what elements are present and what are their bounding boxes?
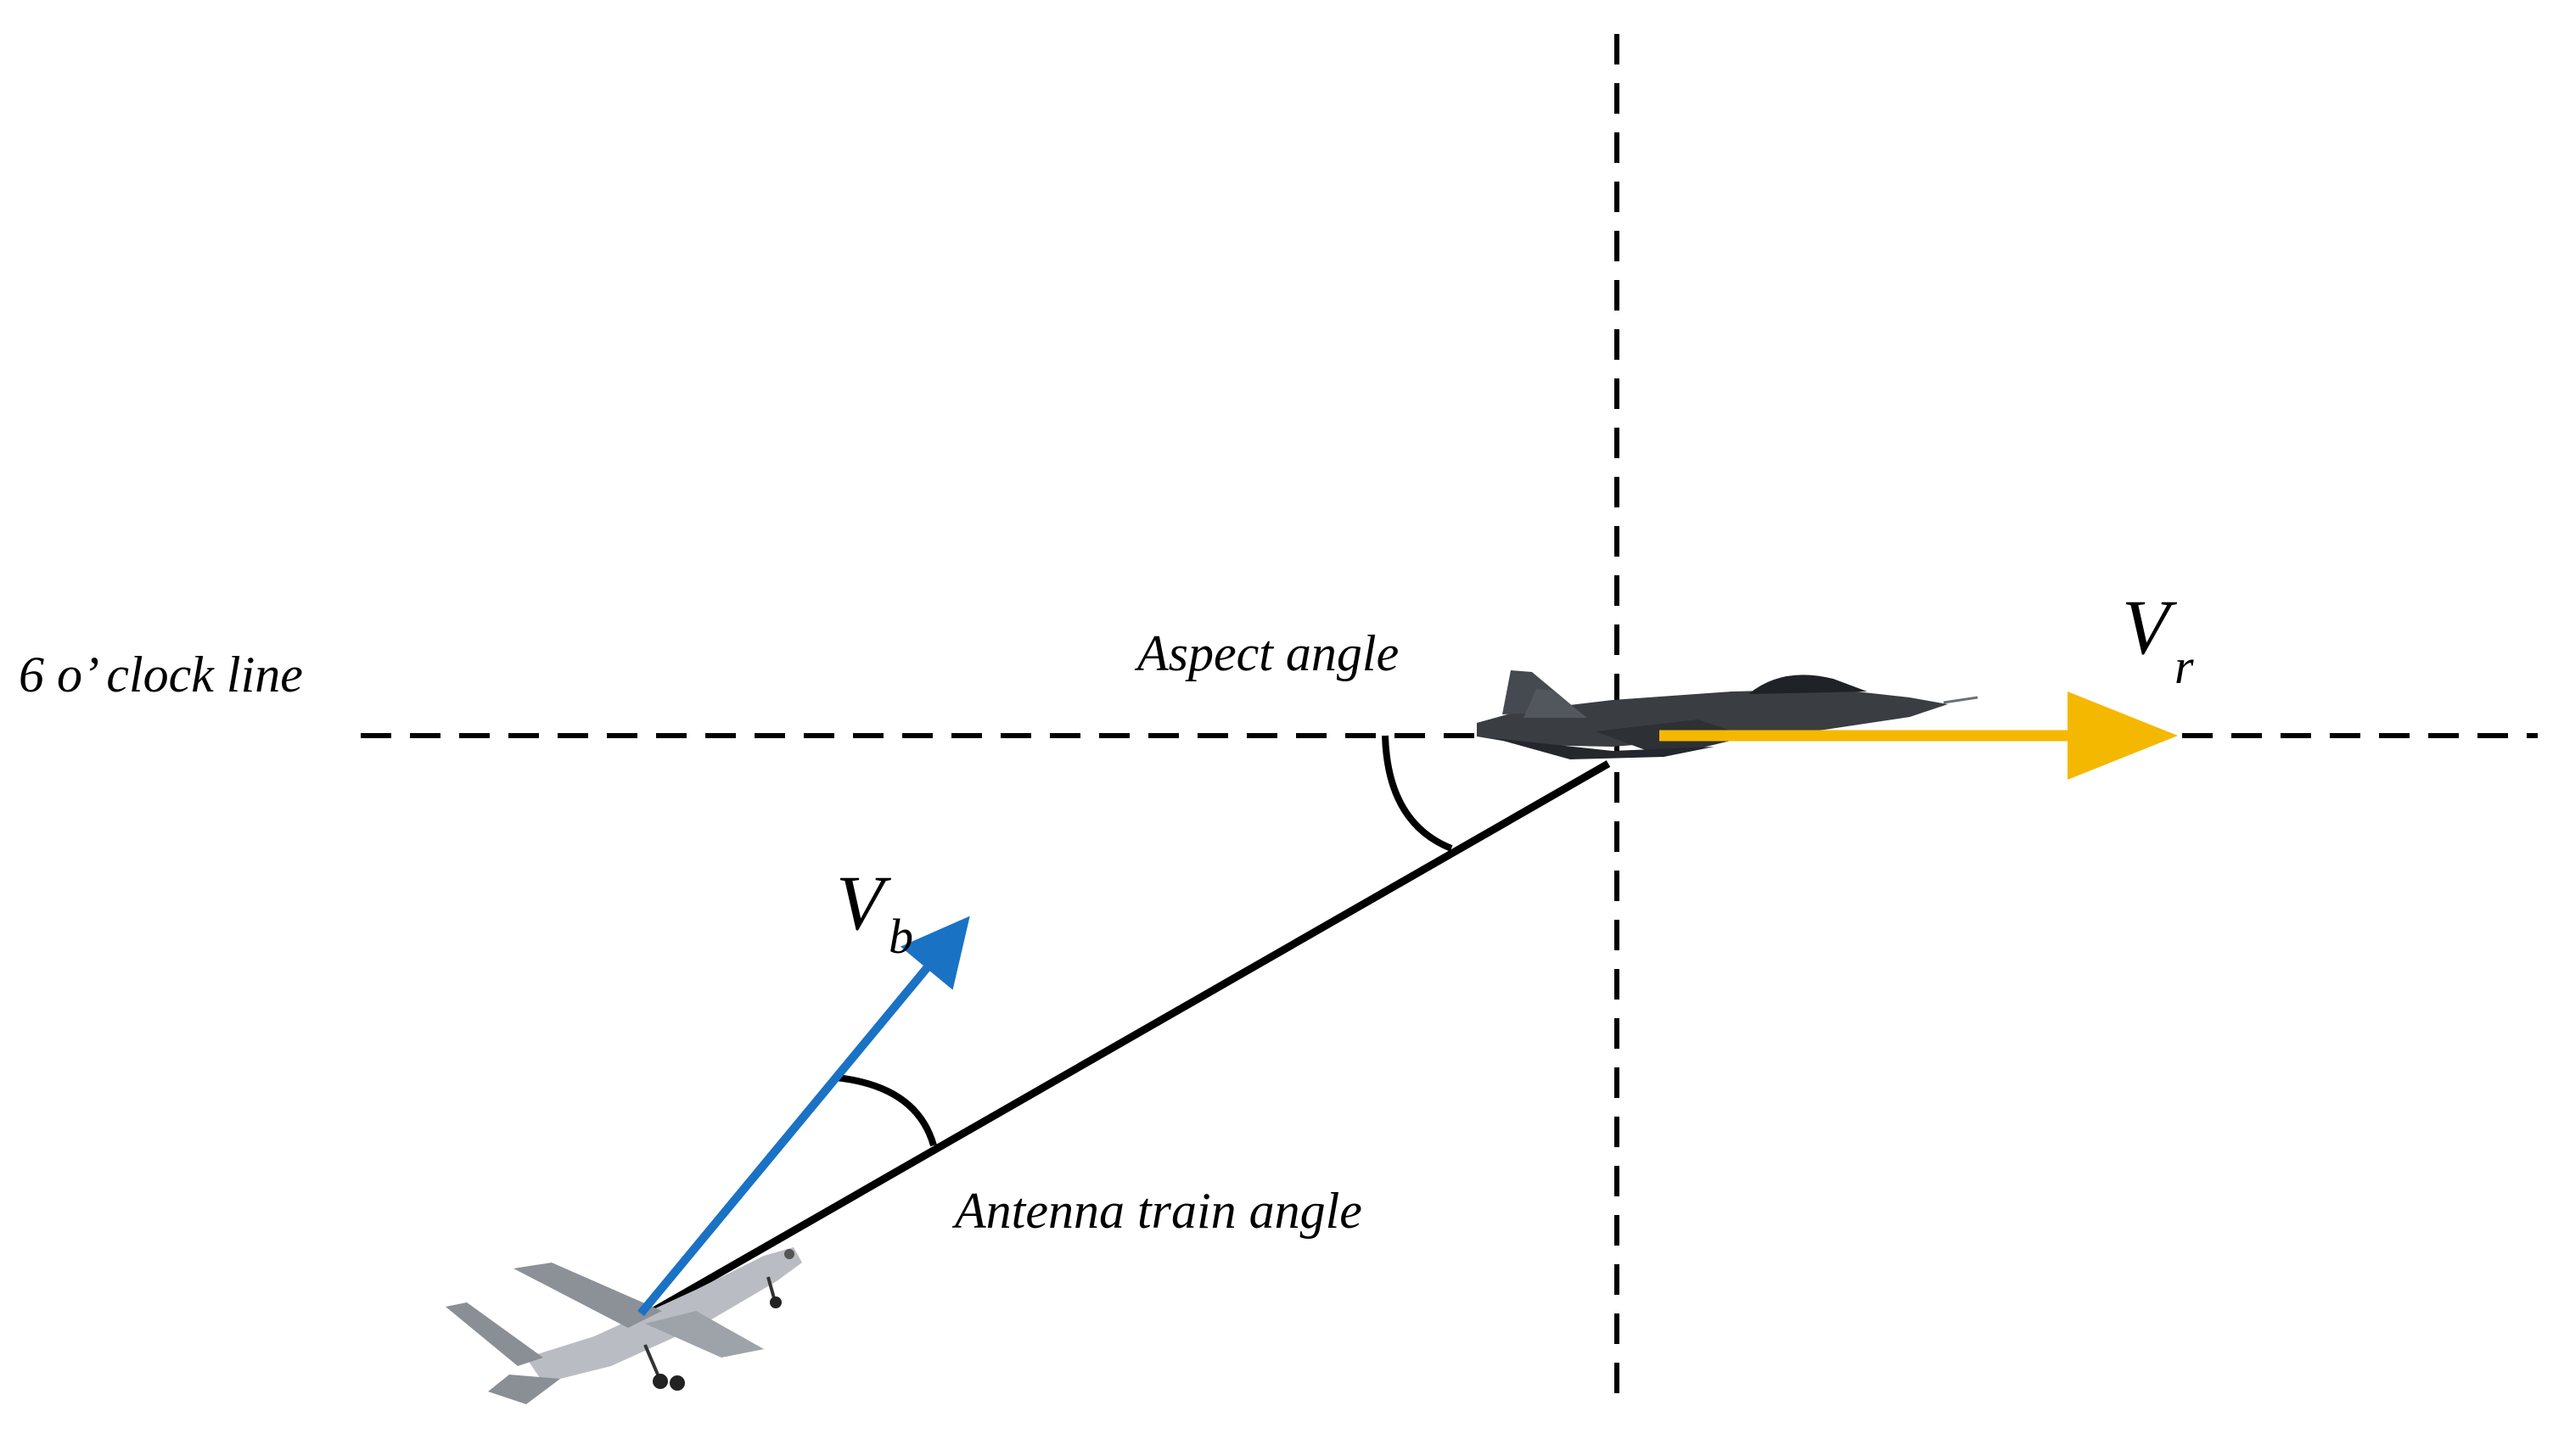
uav-drone-icon <box>446 1247 802 1404</box>
antenna-train-angle-arc <box>835 1074 937 1147</box>
line-of-sight <box>651 760 1611 1314</box>
vb-subscript: b <box>889 909 913 964</box>
vr-subscript: r <box>2174 639 2194 694</box>
aspect-angle-label: Aspect angle <box>1134 625 1399 681</box>
vb-velocity-arrow <box>637 916 970 1317</box>
antenna-train-angle-label: Antenna train angle <box>951 1183 1362 1239</box>
vb-symbol: V <box>836 860 892 946</box>
vb-label: V b <box>836 860 913 964</box>
vr-symbol: V <box>2122 584 2178 670</box>
vr-label: V r <box>2122 584 2194 694</box>
clock-line-label: 6 o’ clock line <box>19 647 303 703</box>
fighter-jet-icon <box>1477 670 1978 759</box>
aspect-angle-arc <box>1382 735 1453 852</box>
